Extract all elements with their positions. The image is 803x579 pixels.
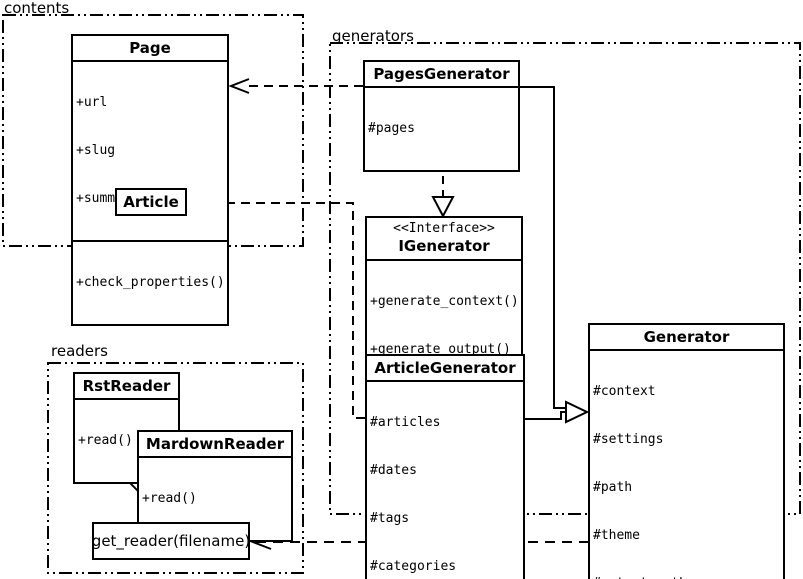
dependency-pagesgenerator-to-page [228, 78, 363, 94]
class-box-generator: Generator #context #settings #path #them… [588, 323, 785, 579]
package-label-contents: contents [4, 0, 70, 17]
class-attrs-articlegenerator: #articles #dates #tags #categories [367, 380, 523, 579]
class-title-pagesgenerator: PagesGenerator [373, 65, 510, 83]
class-title-generator: Generator [643, 328, 730, 346]
attr: #categories [370, 559, 457, 574]
class-attrs-pagesgenerator: #pages [365, 86, 518, 170]
inheritance-generators-to-generator [520, 86, 590, 424]
attr: #output_path [593, 576, 780, 579]
class-box-articlegenerator: ArticleGenerator #articles #dates #tags … [365, 354, 525, 579]
function-box-get-reader: get_reader(filename) [92, 522, 250, 560]
class-title-articlegenerator: ArticleGenerator [374, 359, 516, 377]
function-label: get_reader(filename) [91, 532, 251, 550]
package-border-contents [2, 14, 304, 247]
method: +check_properties() [76, 275, 225, 290]
attr: #context [593, 384, 656, 399]
class-methods-mardownreader: +read() [139, 456, 291, 540]
class-title-igenerator: <<Interface>> IGenerator [367, 218, 521, 259]
attr: #tags [370, 511, 410, 526]
method: +read() [142, 491, 197, 506]
class-title-article: Article [123, 193, 179, 211]
class-box-page: Page +url +slug +summary +check_properti… [71, 34, 229, 326]
attr: #dates [370, 463, 417, 478]
class-box-pagesgenerator: PagesGenerator #pages [363, 60, 520, 172]
class-name: IGenerator [398, 237, 490, 255]
attr: #theme [593, 528, 640, 543]
attr: +url [76, 95, 108, 110]
method: +generate_output() [370, 342, 511, 357]
class-methods-igenerator: +generate_context() +generate_output() [367, 259, 521, 391]
class-methods-page: +check_properties() [73, 240, 227, 324]
method: +generate_context() [370, 294, 519, 309]
class-attrs-generator: #context #settings #path #theme #output_… [590, 349, 783, 579]
package-border-readers [47, 362, 304, 574]
attr: #pages [368, 121, 415, 136]
stereotype-interface: <<Interface>> [393, 221, 495, 236]
class-methods-rstreader: +read() [75, 398, 178, 482]
attr: #path [593, 480, 633, 495]
class-title-rstreader: RstReader [82, 377, 171, 395]
attr: +slug [76, 143, 116, 158]
attr: #articles [370, 415, 441, 430]
class-title-page: Page [129, 39, 171, 57]
class-box-article: Article [115, 188, 187, 216]
attr: #settings [593, 432, 664, 447]
class-title-mardownreader: MardownReader [145, 435, 285, 453]
package-border-generators [329, 42, 801, 515]
package-label-generators: generators [332, 27, 414, 45]
package-label-readers: readers [51, 342, 108, 360]
method: +read() [78, 433, 133, 448]
